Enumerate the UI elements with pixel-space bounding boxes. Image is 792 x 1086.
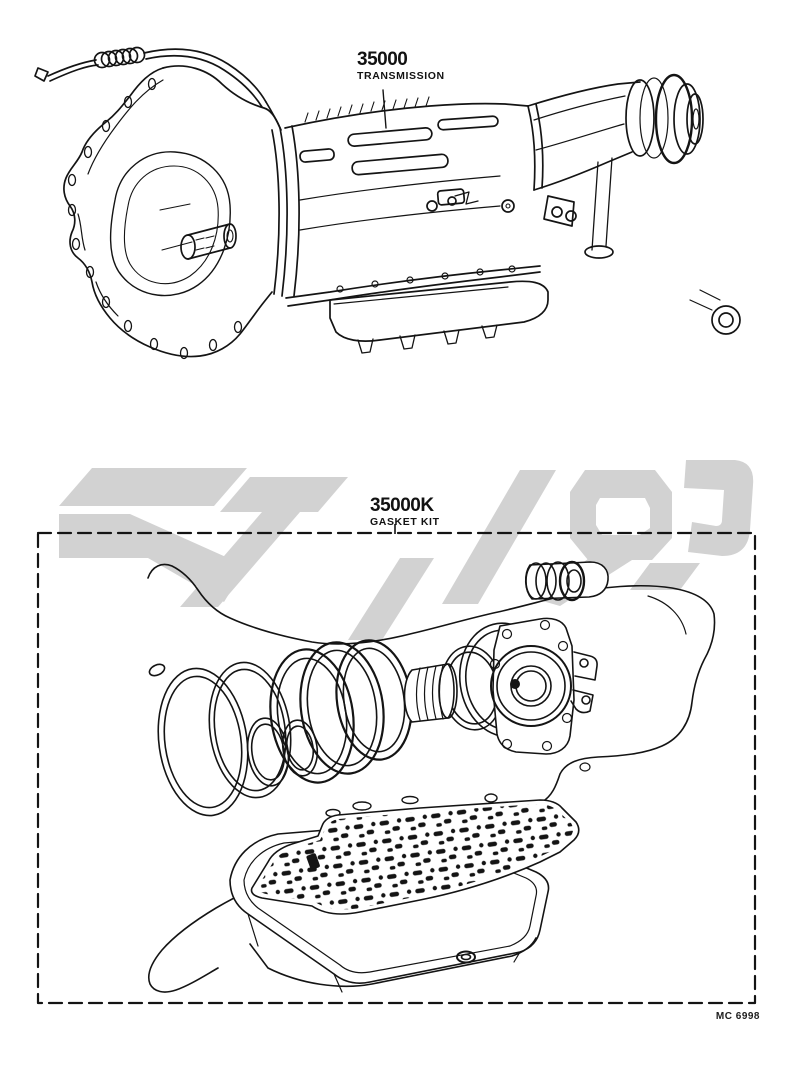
bell-housing	[63, 65, 288, 360]
kit-boundary-box	[36, 531, 757, 1005]
extension-housing	[527, 73, 741, 335]
case-gasket-outline	[147, 563, 716, 993]
transmission-case	[284, 96, 544, 307]
kickdown-cable	[34, 46, 282, 131]
transmission-drawing	[34, 46, 741, 360]
pump-gasket-plate	[489, 617, 598, 755]
gasket-kit-callout[interactable]: 35000K GASKET KIT	[370, 496, 440, 528]
oil-pan	[329, 280, 549, 354]
transmission-leader-line	[382, 89, 387, 129]
transmission-callout[interactable]: 35000 TRANSMISSION	[357, 50, 445, 82]
union-sleeve	[524, 560, 609, 602]
ribbed-seal-cup	[403, 663, 458, 723]
gasket-kit-part-name: GASKET KIT	[370, 516, 440, 528]
transmission-part-name: TRANSMISSION	[357, 70, 445, 82]
small-o-ring	[148, 663, 166, 677]
input-shaft	[180, 223, 237, 260]
gasket-kit-drawing	[36, 531, 757, 1005]
gasket-kit-part-number: 35000K	[370, 495, 434, 516]
valve-body-gasket	[250, 799, 580, 915]
document-code: MC 6998	[715, 1011, 760, 1022]
transmission-part-number: 35000	[357, 49, 408, 70]
